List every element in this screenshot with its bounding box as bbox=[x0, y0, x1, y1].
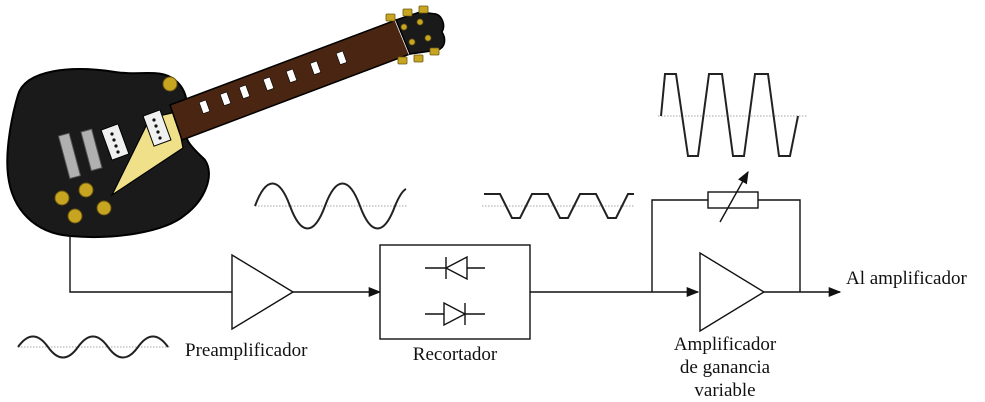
preamp-amplifier-icon bbox=[231, 253, 295, 331]
diode-icon bbox=[425, 255, 485, 281]
variable-gain-label-line3: variable bbox=[694, 380, 755, 401]
potentiometer-icon bbox=[707, 170, 759, 223]
variable-gain-label-line2: de ganancia bbox=[680, 357, 771, 378]
clipper-block bbox=[379, 244, 531, 340]
output-label: Al amplificador bbox=[846, 268, 967, 289]
preamp-label: Preamplificador bbox=[185, 340, 308, 361]
input-sine-waveform bbox=[17, 335, 170, 359]
diode-icon bbox=[425, 301, 485, 327]
amplified-waveform bbox=[658, 73, 808, 157]
variable-gain-amplifier-icon bbox=[699, 251, 766, 333]
electric-guitar-icon bbox=[6, 5, 446, 239]
clipped-waveform bbox=[482, 193, 635, 219]
clipper-label: Recortador bbox=[413, 344, 498, 365]
variable-gain-label-line1: Amplificador bbox=[674, 334, 777, 355]
preamp-sine-waveform bbox=[254, 182, 408, 230]
signal-wires bbox=[69, 199, 842, 298]
